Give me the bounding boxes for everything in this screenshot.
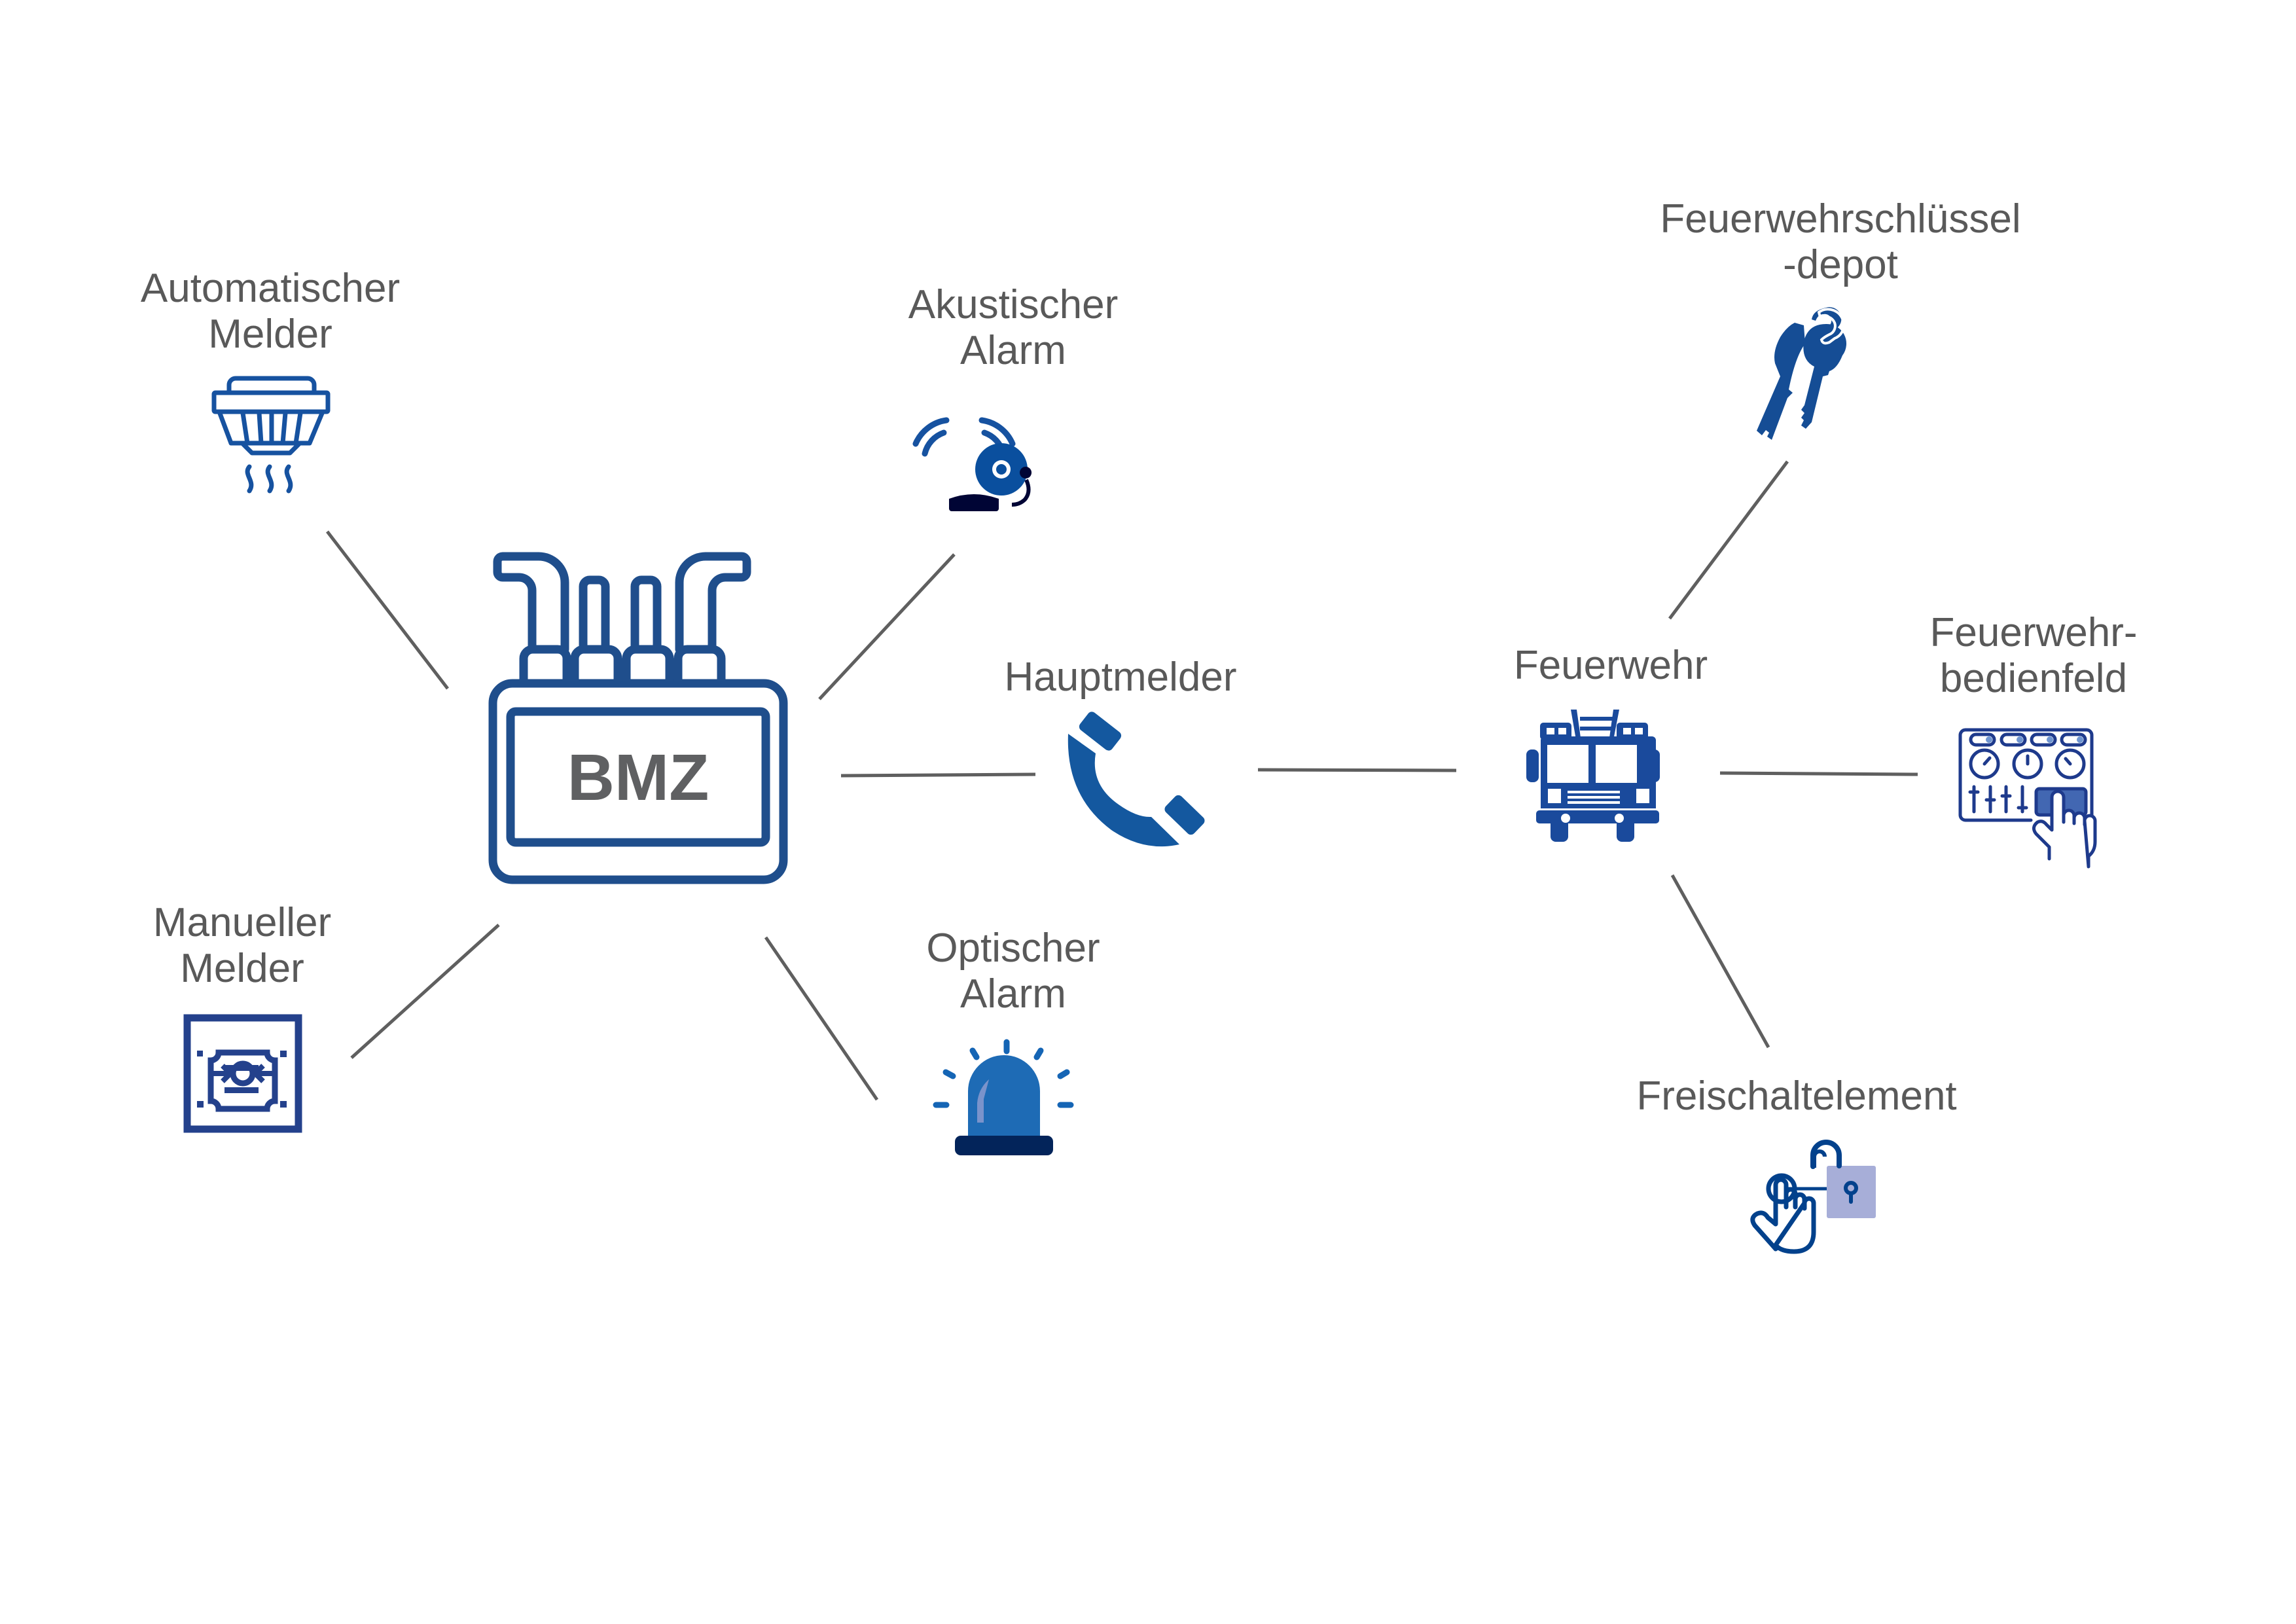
label-freischaltelement: Freischaltelement	[1636, 1074, 1956, 1119]
label-line: Freischaltelement	[1636, 1074, 1957, 1119]
connector-feuerwehr-schluesseldepot	[1668, 460, 1789, 620]
label-line: Melder	[180, 946, 304, 991]
manual-call-point-icon	[183, 1014, 302, 1133]
label-line: Akustischer	[908, 282, 1119, 327]
label-line: Manueller	[152, 900, 332, 945]
label-line: bedienfeld	[1939, 656, 2128, 701]
alarm-bell-icon	[912, 417, 1032, 511]
label-line: Automatischer	[140, 266, 401, 311]
label-line: Hauptmelder	[1004, 655, 1237, 700]
label-feuerwehr: Feuerwehr	[1514, 643, 1708, 689]
connector-bmz-manueller-melder	[350, 924, 500, 1059]
label-feuerwehrschluesseldepot: Feuerwehrschlüssel -depot	[1660, 196, 2020, 288]
label-line: -depot	[1783, 242, 1898, 287]
connector-feuerwehr-bedienfeld	[1719, 771, 1918, 776]
label-line: Feuerwehr-	[1929, 610, 2138, 655]
unlock-touch-icon	[1750, 1140, 1876, 1254]
label-manueller-melder: Manueller Melder	[153, 900, 331, 992]
bmz-control-panel-icon	[488, 552, 788, 884]
bmz-label: BMZ	[567, 741, 709, 814]
label-akustischer-alarm: Akustischer Alarm	[908, 282, 1118, 374]
label-optischer-alarm: Optischer Alarm	[926, 926, 1100, 1017]
label-line: Melder	[208, 312, 332, 357]
beacon-light-icon	[933, 1039, 1074, 1155]
telephone-icon	[1067, 712, 1205, 847]
label-line: Alarm	[960, 328, 1066, 373]
connector-bmz-akustischer-alarm	[818, 553, 956, 700]
fire-truck-icon	[1526, 710, 1660, 842]
label-line: Feuerwehr	[1513, 643, 1708, 688]
label-feuerwehrbedienfeld: Feuerwehr- bedienfeld	[1930, 610, 2138, 702]
label-hauptmelder: Hauptmelder	[1005, 655, 1237, 700]
keys-icon	[1757, 307, 1847, 440]
label-line: Feuerwehrschlüssel	[1660, 196, 2021, 242]
control-panel-icon	[1958, 728, 2097, 869]
label-line: Optischer	[926, 926, 1100, 971]
connectors	[326, 460, 1918, 1101]
connector-bmz-optischer-alarm	[764, 936, 879, 1101]
label-automatischer-melder: Automatischer Melder	[141, 266, 400, 357]
connector-bmz-hauptmelder	[840, 772, 1036, 778]
connector-bmz-automatischer-melder	[326, 530, 449, 690]
smoke-detector-icon	[211, 376, 331, 494]
label-line: Alarm	[960, 971, 1066, 1017]
connector-feuerwehr-freischaltelement	[1670, 874, 1770, 1049]
